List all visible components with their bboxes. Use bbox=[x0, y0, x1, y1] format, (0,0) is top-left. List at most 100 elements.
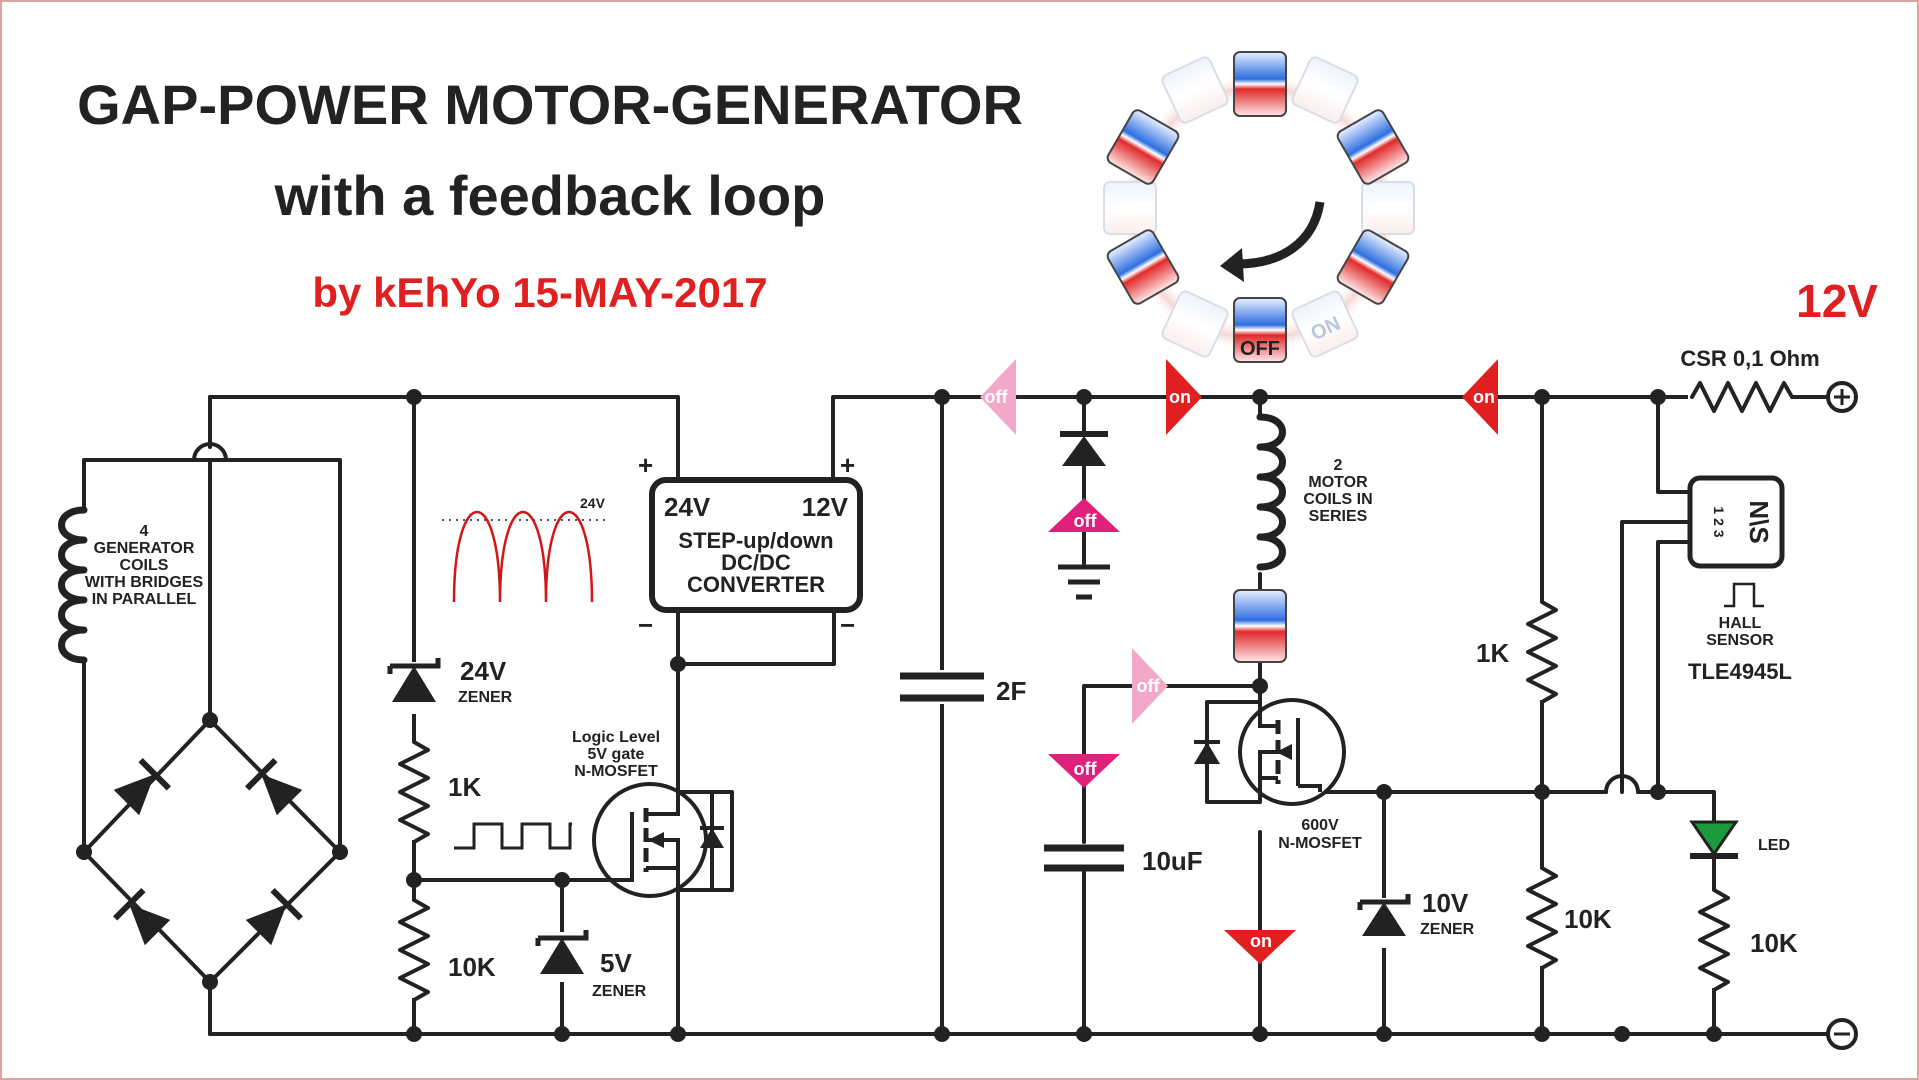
r10k-right-value: 10K bbox=[1564, 904, 1612, 934]
rotation-arrow bbox=[1236, 201, 1325, 269]
bridge-rectifier bbox=[113, 758, 303, 946]
rotor-magnet-faint bbox=[1161, 290, 1229, 358]
generator-coils: 4 GENERATOR COILS WITH BRIDGES IN PARALL… bbox=[58, 506, 204, 664]
converter-in-plus: + bbox=[638, 450, 653, 480]
zener24-value: 24V bbox=[460, 656, 507, 686]
resistor-1k-left: 1K bbox=[398, 740, 481, 844]
dcdc-converter: 24V 12V STEP-up/down DC/DC CONVERTER + +… bbox=[638, 450, 863, 640]
hall-sensor: 1 2 3 N\S HALL SENSOR TLE4945L bbox=[1687, 475, 1792, 684]
motor-coils-line0: 2 bbox=[1334, 457, 1343, 474]
zener5-value: 5V bbox=[600, 948, 632, 978]
svg-text:off: off bbox=[985, 387, 1009, 407]
coil-magnet bbox=[1233, 589, 1287, 663]
rotor-off-label: OFF bbox=[1240, 338, 1280, 360]
motor-coils-line2: COILS IN bbox=[1303, 491, 1372, 508]
converter-output-voltage: 12V bbox=[802, 492, 849, 522]
zener-5v: 5V ZENER bbox=[535, 930, 647, 1000]
rotor-magnet bbox=[1106, 109, 1180, 185]
rectified-wave-icon: 24V bbox=[442, 495, 606, 603]
square-wave-icon bbox=[454, 822, 572, 850]
rotor-magnet-off bbox=[1233, 297, 1287, 363]
flag-on-drain: on bbox=[1224, 930, 1296, 964]
svg-text:off: off bbox=[1137, 676, 1161, 696]
hall-label-line1: SENSOR bbox=[1706, 632, 1774, 649]
wire-crossover bbox=[192, 442, 228, 462]
zener-10v: 10V ZENER bbox=[1357, 888, 1475, 948]
flag-off-top: off bbox=[980, 359, 1016, 435]
converter-out-plus: + bbox=[840, 450, 855, 480]
svg-text:off: off bbox=[1074, 511, 1098, 531]
junction-nodes bbox=[76, 389, 1722, 1042]
svg-text:off: off bbox=[1074, 759, 1098, 779]
converter-in-minus: − bbox=[638, 610, 653, 640]
led-label: LED bbox=[1758, 837, 1790, 854]
resistor-10k-led: 10K bbox=[1698, 888, 1798, 992]
r1k-left-value: 1K bbox=[448, 772, 481, 802]
logic-mosfet: Logic Level 5V gate N-MOSFET bbox=[572, 729, 724, 898]
hall-ns: N\S bbox=[1744, 500, 1774, 543]
gen-coils-line4: IN PARALLEL bbox=[92, 591, 197, 608]
flyback-diode bbox=[1060, 431, 1108, 466]
flag-off-cap: off bbox=[1048, 754, 1120, 788]
bridge-diode bbox=[245, 758, 303, 816]
title-line1: GAP-POWER MOTOR-GENERATOR bbox=[77, 73, 1023, 136]
converter-input-voltage: 24V bbox=[664, 492, 711, 522]
r1k-right-value: 1K bbox=[1476, 638, 1509, 668]
state-flags: off on on off off off on bbox=[980, 359, 1498, 964]
svg-text:on: on bbox=[1250, 931, 1272, 951]
zener10-value: 10V bbox=[1422, 888, 1469, 918]
motor-coils-line3: SERIES bbox=[1309, 508, 1368, 525]
converter-text-line1: DC/DC bbox=[721, 550, 791, 575]
title-line2: with a feedback loop bbox=[274, 164, 826, 227]
current-sense-resistor: CSR 0,1 Ohm bbox=[1680, 346, 1820, 414]
supply-voltage-label: 12V bbox=[1796, 275, 1878, 327]
rotor-magnet bbox=[1106, 229, 1180, 305]
rotor-magnet-faint bbox=[1103, 181, 1157, 235]
hall-pulse-icon bbox=[1724, 582, 1764, 608]
rotor-magnet-faint bbox=[1361, 181, 1415, 235]
gen-coils-line1: GENERATOR bbox=[94, 540, 195, 557]
converter-out-minus: − bbox=[840, 610, 855, 640]
rotor-magnet-faint bbox=[1291, 56, 1359, 124]
bridge-diode bbox=[113, 758, 171, 816]
gen-coils-line3: WITH BRIDGES bbox=[85, 574, 204, 591]
bridge-diode bbox=[245, 888, 303, 946]
gen-coils-line0: 4 bbox=[140, 523, 149, 540]
rotor-magnet bbox=[1336, 109, 1410, 185]
motor-coils: 2 MOTOR COILS IN SERIES bbox=[1256, 413, 1373, 571]
hall-label-line0: HALL bbox=[1719, 615, 1762, 632]
zener5-word: ZENER bbox=[592, 983, 647, 1000]
zener10-word: ZENER bbox=[1420, 921, 1475, 938]
wiring bbox=[82, 395, 1852, 1036]
resistor-10k-right: 10K bbox=[1526, 866, 1612, 970]
capacitor-2f: 2F bbox=[897, 670, 1026, 706]
svg-text:on: on bbox=[1473, 387, 1495, 407]
positive-terminal bbox=[1826, 381, 1858, 413]
rotation-arrow-head bbox=[1220, 248, 1244, 282]
rotor-magnet-faint bbox=[1161, 56, 1229, 124]
rotor-magnet bbox=[1233, 51, 1287, 117]
flag-off-diode: off bbox=[1048, 498, 1120, 532]
gen-coils-line2: COILS bbox=[120, 557, 169, 574]
resistor-1k-right: 1K bbox=[1476, 600, 1558, 704]
author-line: by kEhYo 15-MAY-2017 bbox=[312, 269, 767, 316]
zener24-word: ZENER bbox=[458, 689, 513, 706]
mosfet600-line0: 600V bbox=[1301, 817, 1339, 834]
logic-mosfet-line0: Logic Level bbox=[572, 729, 660, 746]
wave-label: 24V bbox=[580, 495, 606, 511]
logic-mosfet-line1: 5V gate bbox=[588, 746, 645, 763]
ground-icon bbox=[1058, 564, 1110, 600]
capacitor-10uf: 10uF bbox=[1042, 844, 1203, 876]
hall-part-number: TLE4945L bbox=[1688, 659, 1792, 684]
motor-coils-line1: MOTOR bbox=[1308, 474, 1368, 491]
logic-mosfet-line2: N-MOSFET bbox=[574, 763, 658, 780]
converter-text-line0: STEP-up/down bbox=[678, 528, 833, 553]
flag-on-top-center: on bbox=[1166, 359, 1202, 435]
rotor-ring bbox=[1119, 73, 1399, 353]
negative-terminal bbox=[1826, 1018, 1858, 1050]
mosfet600-line1: N-MOSFET bbox=[1278, 835, 1362, 852]
converter-text-line2: CONVERTER bbox=[687, 572, 825, 597]
resistor-10k-left: 10K bbox=[398, 898, 496, 1002]
